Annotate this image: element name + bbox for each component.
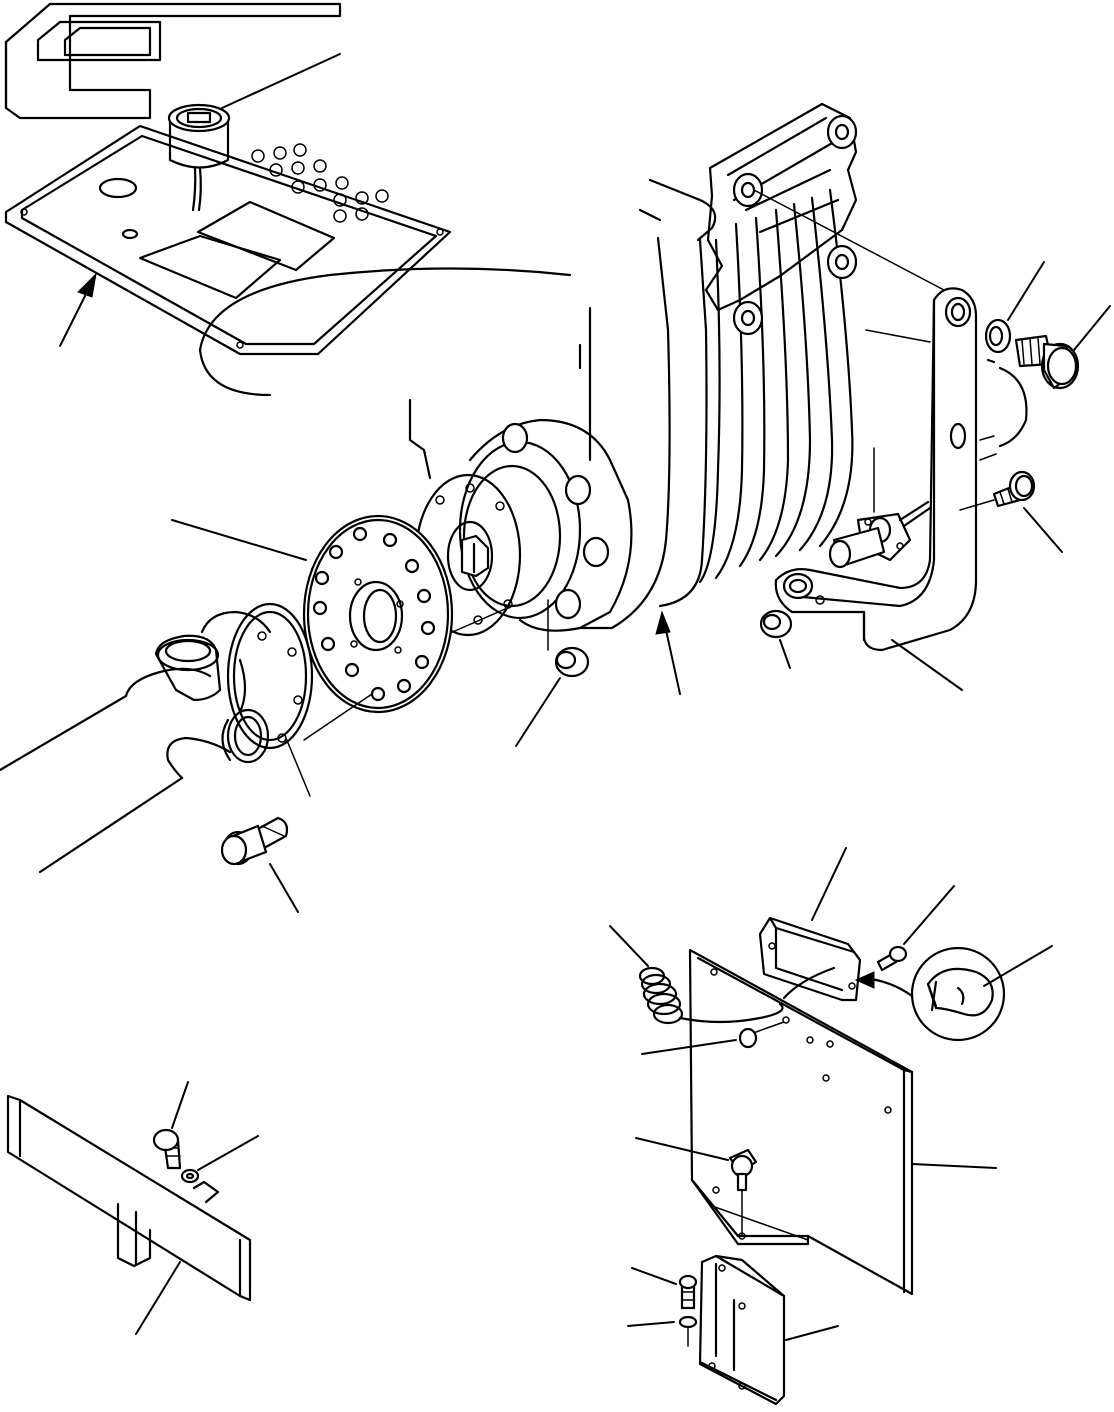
wire-coil xyxy=(609,925,836,1025)
reflector-bolt xyxy=(152,1081,189,1170)
lamp-bulb xyxy=(854,945,1053,1042)
sensor-bracket xyxy=(774,287,1028,691)
bracket-bolt xyxy=(1014,305,1111,390)
lamp-screw xyxy=(876,885,955,972)
wing-bolt xyxy=(635,1137,758,1237)
hour-meter-gauge xyxy=(167,103,231,212)
bracket-nut xyxy=(759,609,793,669)
transmission-housing xyxy=(198,102,945,630)
small-bolt xyxy=(959,470,1063,553)
speed-sensor xyxy=(828,447,932,569)
reflector-plate xyxy=(6,1094,252,1335)
drive-shaft xyxy=(0,602,373,874)
support-bracket xyxy=(698,1254,839,1406)
leader-hour-meter xyxy=(221,53,341,109)
reflector-washer xyxy=(180,1135,259,1184)
plate-lamp xyxy=(758,847,862,1002)
grommet xyxy=(641,1021,785,1055)
coupling-nut xyxy=(515,599,590,747)
arrow-instrument-panel xyxy=(59,272,97,347)
arrow-transmission-housing xyxy=(655,610,681,695)
flange-plate xyxy=(171,514,454,714)
flange-bolt xyxy=(220,737,311,913)
support-bolt xyxy=(631,1267,698,1310)
instrument-panel xyxy=(4,2,452,356)
bracket-washer xyxy=(984,261,1045,354)
support-washer xyxy=(627,1315,698,1347)
